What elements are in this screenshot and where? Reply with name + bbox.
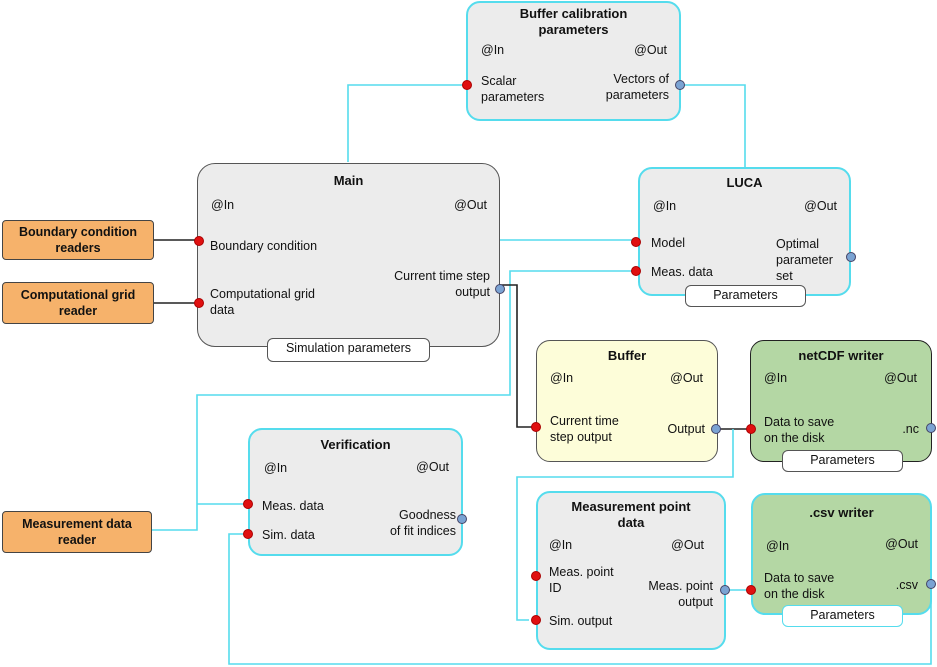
output-optimal-parameter-set: Optimal parameter set (776, 237, 833, 283)
in-port-model[interactable] (631, 237, 641, 247)
input-current-time-step: Current time step output (550, 414, 619, 444)
in-port-scalar-parameters[interactable] (462, 80, 472, 90)
in-port-sim-output[interactable] (531, 615, 541, 625)
input-boundary-condition: Boundary condition (210, 239, 318, 253)
output-vectors-of-parameters: Vectors of parameters (605, 72, 669, 102)
csv-parameters-button[interactable]: Parameters (782, 605, 903, 627)
output-meas-point-output: Meas. point output (648, 579, 713, 609)
input-scalar-parameters: Scalar parameters (481, 74, 545, 104)
in-label: @In (549, 538, 573, 552)
input-computational-grid-data: Computational grid data (210, 287, 315, 317)
output-current-time-step: Current time step output (394, 269, 490, 299)
wire-csv-to-verification (228, 533, 932, 665)
out-port-csv[interactable] (926, 579, 936, 589)
out-port-goodness-of-fit[interactable] (457, 514, 467, 524)
in-label: @In (653, 199, 677, 213)
in-label: @In (550, 371, 574, 385)
input-data-to-save: Data to save on the disk (764, 415, 835, 445)
wire-main-to-buffer-calibration (347, 84, 467, 162)
luca-parameters-button[interactable]: Parameters (685, 285, 806, 307)
node-title: Buffer calibration parameters (519, 6, 628, 37)
boundary-condition-readers[interactable]: Boundary condition readers (2, 220, 154, 260)
out-port-meas-point-output[interactable] (720, 585, 730, 595)
in-port-meas-data[interactable] (631, 266, 641, 276)
in-port-current-time-step[interactable] (531, 422, 541, 432)
wire-main-to-luca-meas (152, 270, 636, 531)
node-title: netCDF writer (798, 348, 884, 363)
out-port-vectors-of-parameters[interactable] (675, 80, 685, 90)
in-label: @In (211, 198, 235, 212)
buffer-calibration-node[interactable]: Buffer calibration parameters @In @Out S… (466, 1, 681, 121)
in-label: @In (764, 371, 788, 385)
node-title: LUCA (726, 175, 763, 190)
measurement-point-node[interactable]: Measurement point data @In @Out Meas. po… (536, 491, 726, 650)
netcdf-parameters-button[interactable]: Parameters (782, 450, 903, 472)
netcdf-writer-node[interactable]: netCDF writer @In @Out Data to save on t… (750, 340, 932, 462)
in-port-csv-data[interactable] (746, 585, 756, 595)
in-port-verification-meas-data[interactable] (243, 499, 253, 509)
input-data-to-save: Data to save on the disk (764, 571, 835, 601)
out-label: @Out (804, 199, 837, 213)
out-label: @Out (884, 371, 917, 385)
wire-buffer-calibration-to-luca (680, 84, 746, 167)
output-output: Output (667, 422, 705, 436)
node-title: Measurement point data (571, 499, 691, 530)
main-node[interactable]: Main @In @Out Boundary condition Computa… (197, 163, 500, 347)
buffer-node[interactable]: Buffer @In @Out Current time step output… (536, 340, 718, 462)
output-csv: .csv (895, 578, 918, 592)
out-port-current-time-step[interactable] (495, 284, 505, 294)
output-nc: .nc (902, 422, 919, 436)
input-meas-data: Meas. data (651, 265, 713, 279)
csv-writer-node[interactable]: .csv writer @In @Out Data to save on the… (751, 493, 932, 615)
input-model: Model (651, 236, 686, 250)
in-port-sim-data[interactable] (243, 529, 253, 539)
out-label: @Out (416, 460, 449, 474)
output-goodness-of-fit: Goodness of fit indices (389, 508, 456, 538)
in-port-meas-point-id[interactable] (531, 571, 541, 581)
node-title: Verification (320, 437, 391, 452)
node-title: Buffer (607, 348, 647, 363)
out-port-nc[interactable] (926, 423, 936, 433)
verification-node[interactable]: Verification @In @Out Meas. data Sim. da… (248, 428, 463, 556)
out-label: @Out (670, 371, 703, 385)
input-sim-data: Sim. data (262, 528, 315, 542)
luca-node[interactable]: LUCA @In @Out Model Meas. data Optimal p… (638, 167, 851, 296)
in-port-boundary-condition[interactable] (194, 236, 204, 246)
in-port-netcdf-data[interactable] (746, 424, 756, 434)
in-label: @In (264, 461, 288, 475)
out-port-optimal-parameter-set[interactable] (846, 252, 856, 262)
wire-buffer-to-measurement-point (516, 429, 734, 621)
node-title: Main (333, 173, 364, 188)
input-sim-output: Sim. output (549, 614, 613, 628)
wire-main-to-buffer (500, 284, 537, 428)
simulation-parameters-button[interactable]: Simulation parameters (267, 338, 430, 362)
in-port-computational-grid[interactable] (194, 298, 204, 308)
out-label: @Out (454, 198, 487, 212)
node-title: .csv writer (809, 505, 874, 520)
out-label: @Out (885, 537, 918, 551)
out-label: @Out (634, 43, 667, 57)
out-label: @Out (671, 538, 704, 552)
out-port-buffer-output[interactable] (711, 424, 721, 434)
in-label: @In (481, 43, 505, 57)
measurement-data-reader[interactable]: Measurement data reader (2, 511, 152, 553)
in-label: @In (766, 539, 790, 553)
input-meas-data: Meas. data (262, 499, 324, 513)
input-meas-point-id: Meas. point ID (549, 565, 614, 595)
computational-grid-reader[interactable]: Computational grid reader (2, 282, 154, 324)
